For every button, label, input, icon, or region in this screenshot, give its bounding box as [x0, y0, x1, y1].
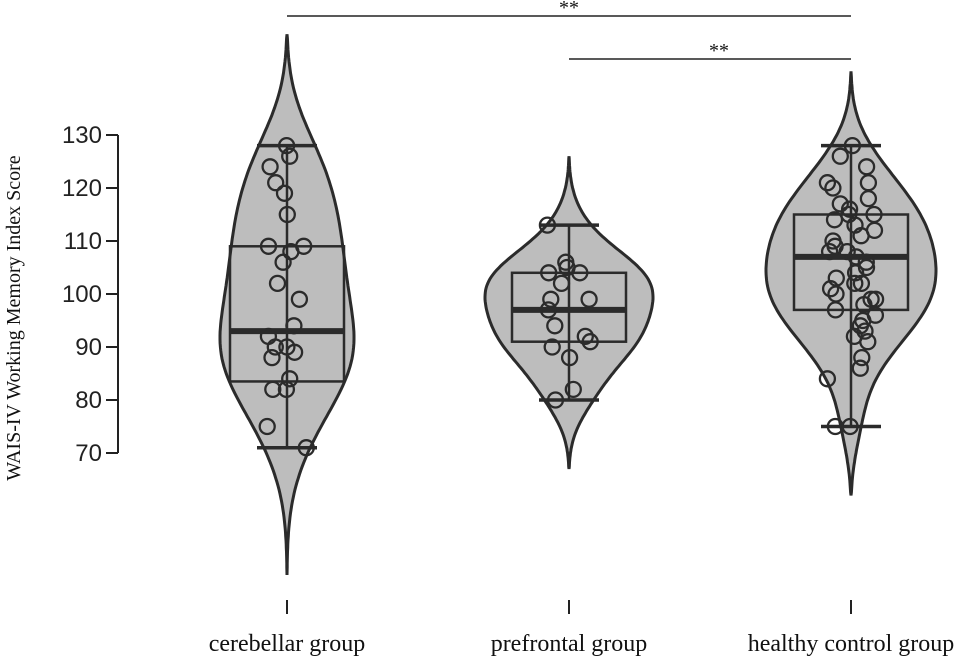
violin-group	[218, 34, 356, 575]
y-axis-label: WAIS-IV Working Memory Index Score	[3, 155, 25, 480]
data-point	[818, 174, 837, 192]
data-point	[290, 290, 309, 308]
data-point	[852, 227, 870, 245]
violin-group	[764, 71, 938, 496]
iqr-box	[792, 213, 910, 312]
y-tick-label: 100	[62, 281, 102, 308]
data-point	[277, 136, 296, 155]
significance-bars: ** **	[287, 0, 851, 62]
data-point	[831, 195, 849, 213]
y-axis: 70 80 90 100 110 120 130	[62, 122, 119, 467]
data-point	[831, 147, 849, 165]
data-point	[266, 338, 284, 356]
data-point	[546, 317, 564, 335]
data-point	[580, 290, 598, 308]
data-point	[841, 417, 859, 436]
y-tick-label: 90	[75, 334, 102, 361]
data-point	[576, 327, 594, 346]
y-tick-label: 70	[75, 440, 102, 467]
data-point	[821, 280, 840, 298]
data-point	[259, 237, 278, 255]
y-tick-label: 120	[62, 175, 102, 202]
data-point	[267, 174, 285, 192]
data-point	[539, 301, 558, 319]
x-tick-label: prefrontal group	[491, 631, 648, 657]
data-point	[277, 380, 296, 399]
y-tick-label: 130	[62, 122, 102, 149]
data-point	[824, 179, 842, 197]
data-point	[261, 158, 279, 176]
data-point	[264, 380, 282, 399]
data-point	[857, 253, 875, 271]
data-point	[560, 348, 579, 367]
data-point	[285, 343, 304, 361]
significance-label: **	[559, 0, 579, 19]
data-point	[820, 242, 839, 261]
significance-label: **	[709, 40, 729, 62]
data-point	[258, 417, 276, 436]
data-point	[581, 333, 599, 351]
data-point	[859, 333, 877, 351]
data-point	[278, 205, 296, 224]
y-tick-label: 80	[75, 387, 102, 414]
data-point	[274, 253, 292, 271]
data-point	[825, 211, 844, 229]
data-point	[856, 322, 874, 340]
data-point	[540, 264, 558, 282]
data-point	[859, 189, 878, 208]
data-point	[564, 380, 582, 399]
x-axis: cerebellar group prefrontal group healthy …	[209, 600, 955, 657]
data-point	[826, 301, 845, 319]
x-tick-label: cerebellar group	[209, 631, 366, 657]
data-point	[542, 290, 560, 308]
data-point	[546, 391, 565, 409]
data-point	[263, 348, 281, 367]
data-point	[843, 136, 862, 155]
violin-group	[483, 156, 655, 470]
data-point	[571, 264, 589, 282]
data-point	[285, 317, 303, 335]
data-point	[543, 338, 561, 356]
data-point	[297, 439, 315, 457]
data-point	[275, 184, 294, 202]
data-point	[268, 274, 287, 293]
y-tick-label: 110	[64, 228, 102, 255]
data-point	[281, 370, 299, 388]
data-point	[281, 147, 299, 165]
data-point	[538, 216, 557, 234]
data-point	[838, 242, 856, 261]
data-point	[846, 274, 864, 293]
x-tick-label: healthy control group	[748, 631, 955, 657]
data-point	[857, 258, 876, 277]
data-point	[853, 348, 871, 367]
data-point	[852, 274, 871, 293]
data-point	[851, 359, 869, 377]
data-point	[552, 274, 571, 293]
data-point	[818, 370, 837, 388]
violins	[218, 34, 938, 575]
